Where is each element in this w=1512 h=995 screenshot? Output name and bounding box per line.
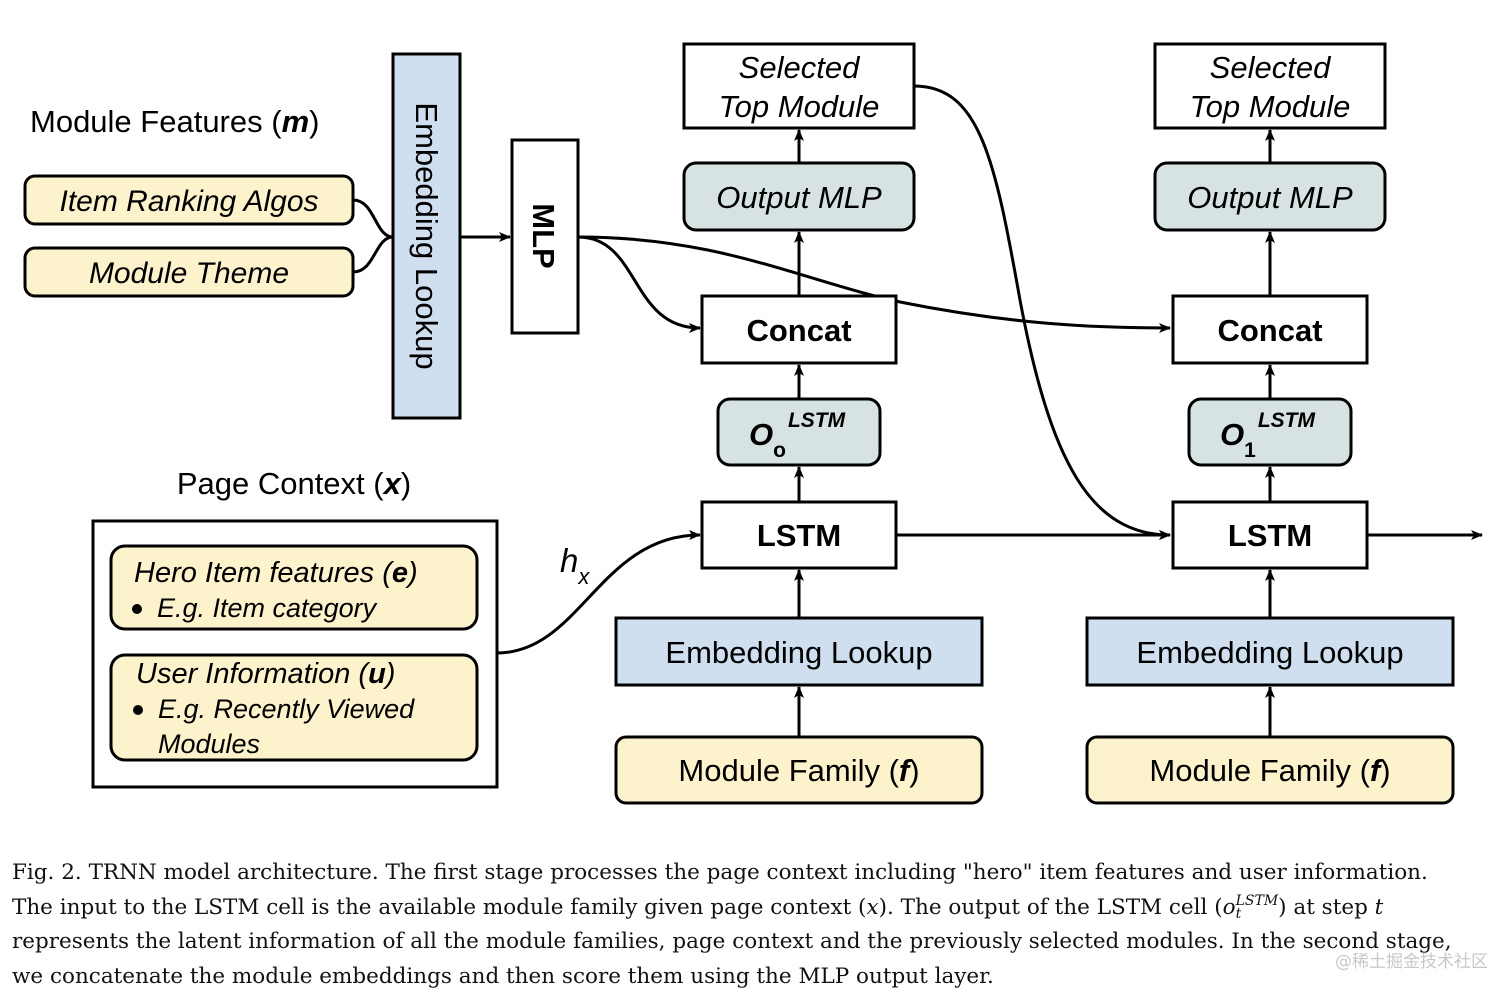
lstm-label: LSTM [757,518,841,553]
concat-box [1171,294,1369,365]
embedding-lookup-label: Embedding Lookup [1136,635,1403,670]
stage-0: Selected Top Module Output MLP Concat Oo… [614,42,984,805]
user-bullet-dot [133,705,143,715]
lstm-output-label: O1LSTM [1220,409,1315,462]
selected-top-module-line1: Selected [1210,50,1332,85]
module-features-heading: Module Features (m) [30,104,319,139]
caption-line-2: The input to the LSTM cell is the availa… [12,892,1384,922]
stage-1: Selected Top Module Output MLP Concat O1… [1085,42,1455,805]
lstm-box [1171,500,1369,570]
output-mlp-label: Output MLP [716,180,882,215]
module-theme-label: Module Theme [89,257,289,290]
mlp-box [510,138,580,335]
embedding-lookup-label: Embedding Lookup [665,635,932,670]
connector-algos [352,198,394,239]
arrow-context-to-lstm-0 [496,530,701,655]
embedding-lookup-box [1085,616,1455,687]
item-ranking-algos-label: Item Ranking Algos [59,185,318,218]
selected-top-module-line2: Top Module [719,89,880,124]
user-info-title: User Information (u) [136,658,395,690]
selected-top-module-line1: Selected [739,50,861,85]
architecture-diagram: Module Features (m) Item Ranking Algos M… [23,42,1483,805]
selected-top-module-line2: Top Module [1190,89,1351,124]
lstm-output-box [716,397,882,467]
hero-item-bullet: E.g. Item category [157,593,378,623]
lstm-output-label: OoLSTM [749,409,846,462]
lstm-box [700,500,898,570]
hero-item-box [109,544,479,631]
output-mlp-box [1153,161,1387,232]
module-family-box [1085,735,1455,805]
hero-item-title: Hero Item features (e) [134,557,418,589]
user-info-bullet-2: Modules [158,729,260,759]
selected-top-module-box [682,42,916,130]
embedding-lookup-box [614,616,984,687]
caption-line-1: Fig. 2. TRNN model architecture. The fir… [12,860,1428,885]
arrow-mlp-to-concat-0 [577,235,701,333]
figure-caption: Fig. 2. TRNN model architecture. The fir… [12,856,1502,994]
caption-line-4: we concatenate the module embeddings and… [12,963,994,989]
hx-label: hx [560,542,590,589]
arrow-mlp-to-concat-1 [577,235,1171,333]
concat-label: Concat [746,313,851,348]
page-context-heading: Page Context (x) [177,466,411,501]
output-mlp-label: Output MLP [1187,180,1353,215]
hero-bullet-dot [132,604,142,614]
module-family-label: Module Family (f) [678,753,919,788]
embedding-lookup-vertical [391,52,462,420]
module-family-box [614,735,984,805]
lstm-output-box [1187,397,1353,467]
module-family-label: Module Family (f) [1149,753,1390,788]
caption-line-3: represents the latent information of all… [12,929,1452,954]
watermark: @稀土掘金技术社区 [1335,952,1488,972]
user-info-bullet-1: E.g. Recently Viewed [158,694,415,724]
mlp-label: MLP [526,203,561,268]
concat-label: Concat [1217,313,1322,348]
arrow-selected0-to-lstm1 [913,84,1171,540]
connector-theme [352,235,394,274]
output-mlp-box [682,161,916,232]
user-info-box [109,653,479,762]
lstm-label: LSTM [1228,518,1312,553]
concat-box [700,294,898,365]
embedding-lookup-vertical-label: Embedding Lookup [409,102,444,369]
selected-top-module-box [1153,42,1387,130]
